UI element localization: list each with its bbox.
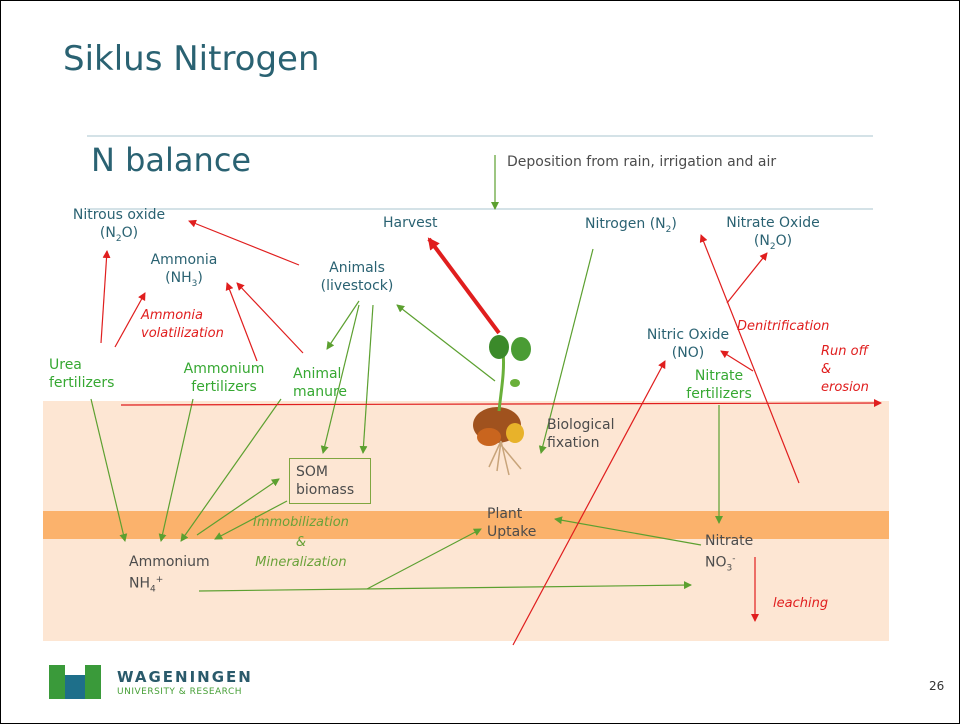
arrow-denitrification-long bbox=[699, 234, 800, 484]
label-ammonium: Ammonium NH4+ bbox=[129, 554, 210, 595]
label-nitric-oxide: Nitric Oxide (NO) bbox=[646, 327, 730, 361]
label-urea-fertilizers: Urea fertilizers bbox=[49, 357, 115, 391]
arrow-animals-to-nitrous bbox=[188, 219, 300, 266]
arrow-urea-to-ammonia bbox=[114, 292, 146, 348]
label-animals: Animals (livestock) bbox=[320, 260, 394, 294]
label-biological-fixation: Biological fixation bbox=[547, 417, 615, 451]
label-harvest: Harvest bbox=[383, 215, 438, 231]
arrow-ammonium-to-uptake bbox=[366, 528, 482, 590]
arrow-to-nitrate-oxide bbox=[726, 252, 768, 304]
wageningen-logo-icon bbox=[49, 665, 101, 699]
label-immobilization-mineralization: Immobilization & Mineralization bbox=[253, 515, 349, 570]
arrow-ammf-to-ammonia bbox=[225, 282, 258, 362]
diagram-subtitle: N balance bbox=[91, 141, 252, 179]
label-leaching: leaching bbox=[773, 596, 829, 611]
logo-tagline: UNIVERSITY & RESEARCH bbox=[117, 687, 243, 697]
soil-band bbox=[43, 511, 889, 539]
som-biomass-box: SOM biomass bbox=[289, 458, 371, 504]
label-nitrous-oxide: Nitrous oxide (N2O) bbox=[72, 207, 166, 244]
label-deposition: Deposition from rain, irrigation and air bbox=[507, 154, 777, 170]
arrow-manure-to-ammonia bbox=[236, 282, 304, 354]
arrow-urea-to-ammonium bbox=[90, 398, 128, 542]
label-animal-manure: Animal manure bbox=[293, 366, 348, 400]
arrow-harvest bbox=[427, 237, 501, 335]
label-nitrate-fertilizers: Nitrate fertilizers bbox=[686, 368, 752, 402]
label-nitrogen-n2: Nitrogen (N2) bbox=[585, 216, 677, 235]
arrow-ammf-to-ammonium bbox=[158, 398, 194, 542]
arrow-to-nitric-oxide bbox=[512, 360, 666, 646]
slide-title: Siklus Nitrogen bbox=[63, 39, 320, 79]
label-ammonia-volatilization: Ammonia volatilization bbox=[141, 308, 224, 341]
label-plant-uptake: Plant Uptake bbox=[487, 506, 537, 540]
arrow-animals-to-manure-2 bbox=[320, 304, 360, 454]
label-nitrate: Nitrate NO3- bbox=[705, 533, 754, 574]
arrow-nitrate-to-uptake bbox=[554, 516, 702, 546]
arrow-mineralization bbox=[214, 500, 288, 540]
arrow-immobilization bbox=[196, 478, 280, 536]
arrow-n2-fixation bbox=[538, 248, 594, 454]
logo-wordmark: WAGENINGEN bbox=[117, 668, 253, 686]
arrow-ammonium-to-nitrate bbox=[198, 581, 692, 592]
arrow-to-no bbox=[720, 350, 754, 372]
arrow-animals-to-manure-1 bbox=[326, 300, 360, 350]
label-denitrification: Denitrification bbox=[737, 319, 830, 334]
label-ammonium-fertilizers: Ammonium fertilizers bbox=[183, 361, 265, 395]
arrow-manure-to-ammonium bbox=[180, 398, 282, 542]
label-nitrate-oxide: Nitrate Oxide (N2O) bbox=[726, 215, 820, 252]
plant-icon bbox=[473, 335, 531, 476]
label-runoff-erosion: Run off & erosion bbox=[821, 344, 869, 395]
page-number: 26 bbox=[929, 679, 945, 693]
arrow-plant-to-animals bbox=[396, 304, 496, 382]
label-ammonia: Ammonia (NH3) bbox=[150, 252, 218, 289]
arrow-animals-to-som bbox=[359, 304, 374, 454]
arrow-urea-to-nitrous bbox=[100, 250, 111, 344]
